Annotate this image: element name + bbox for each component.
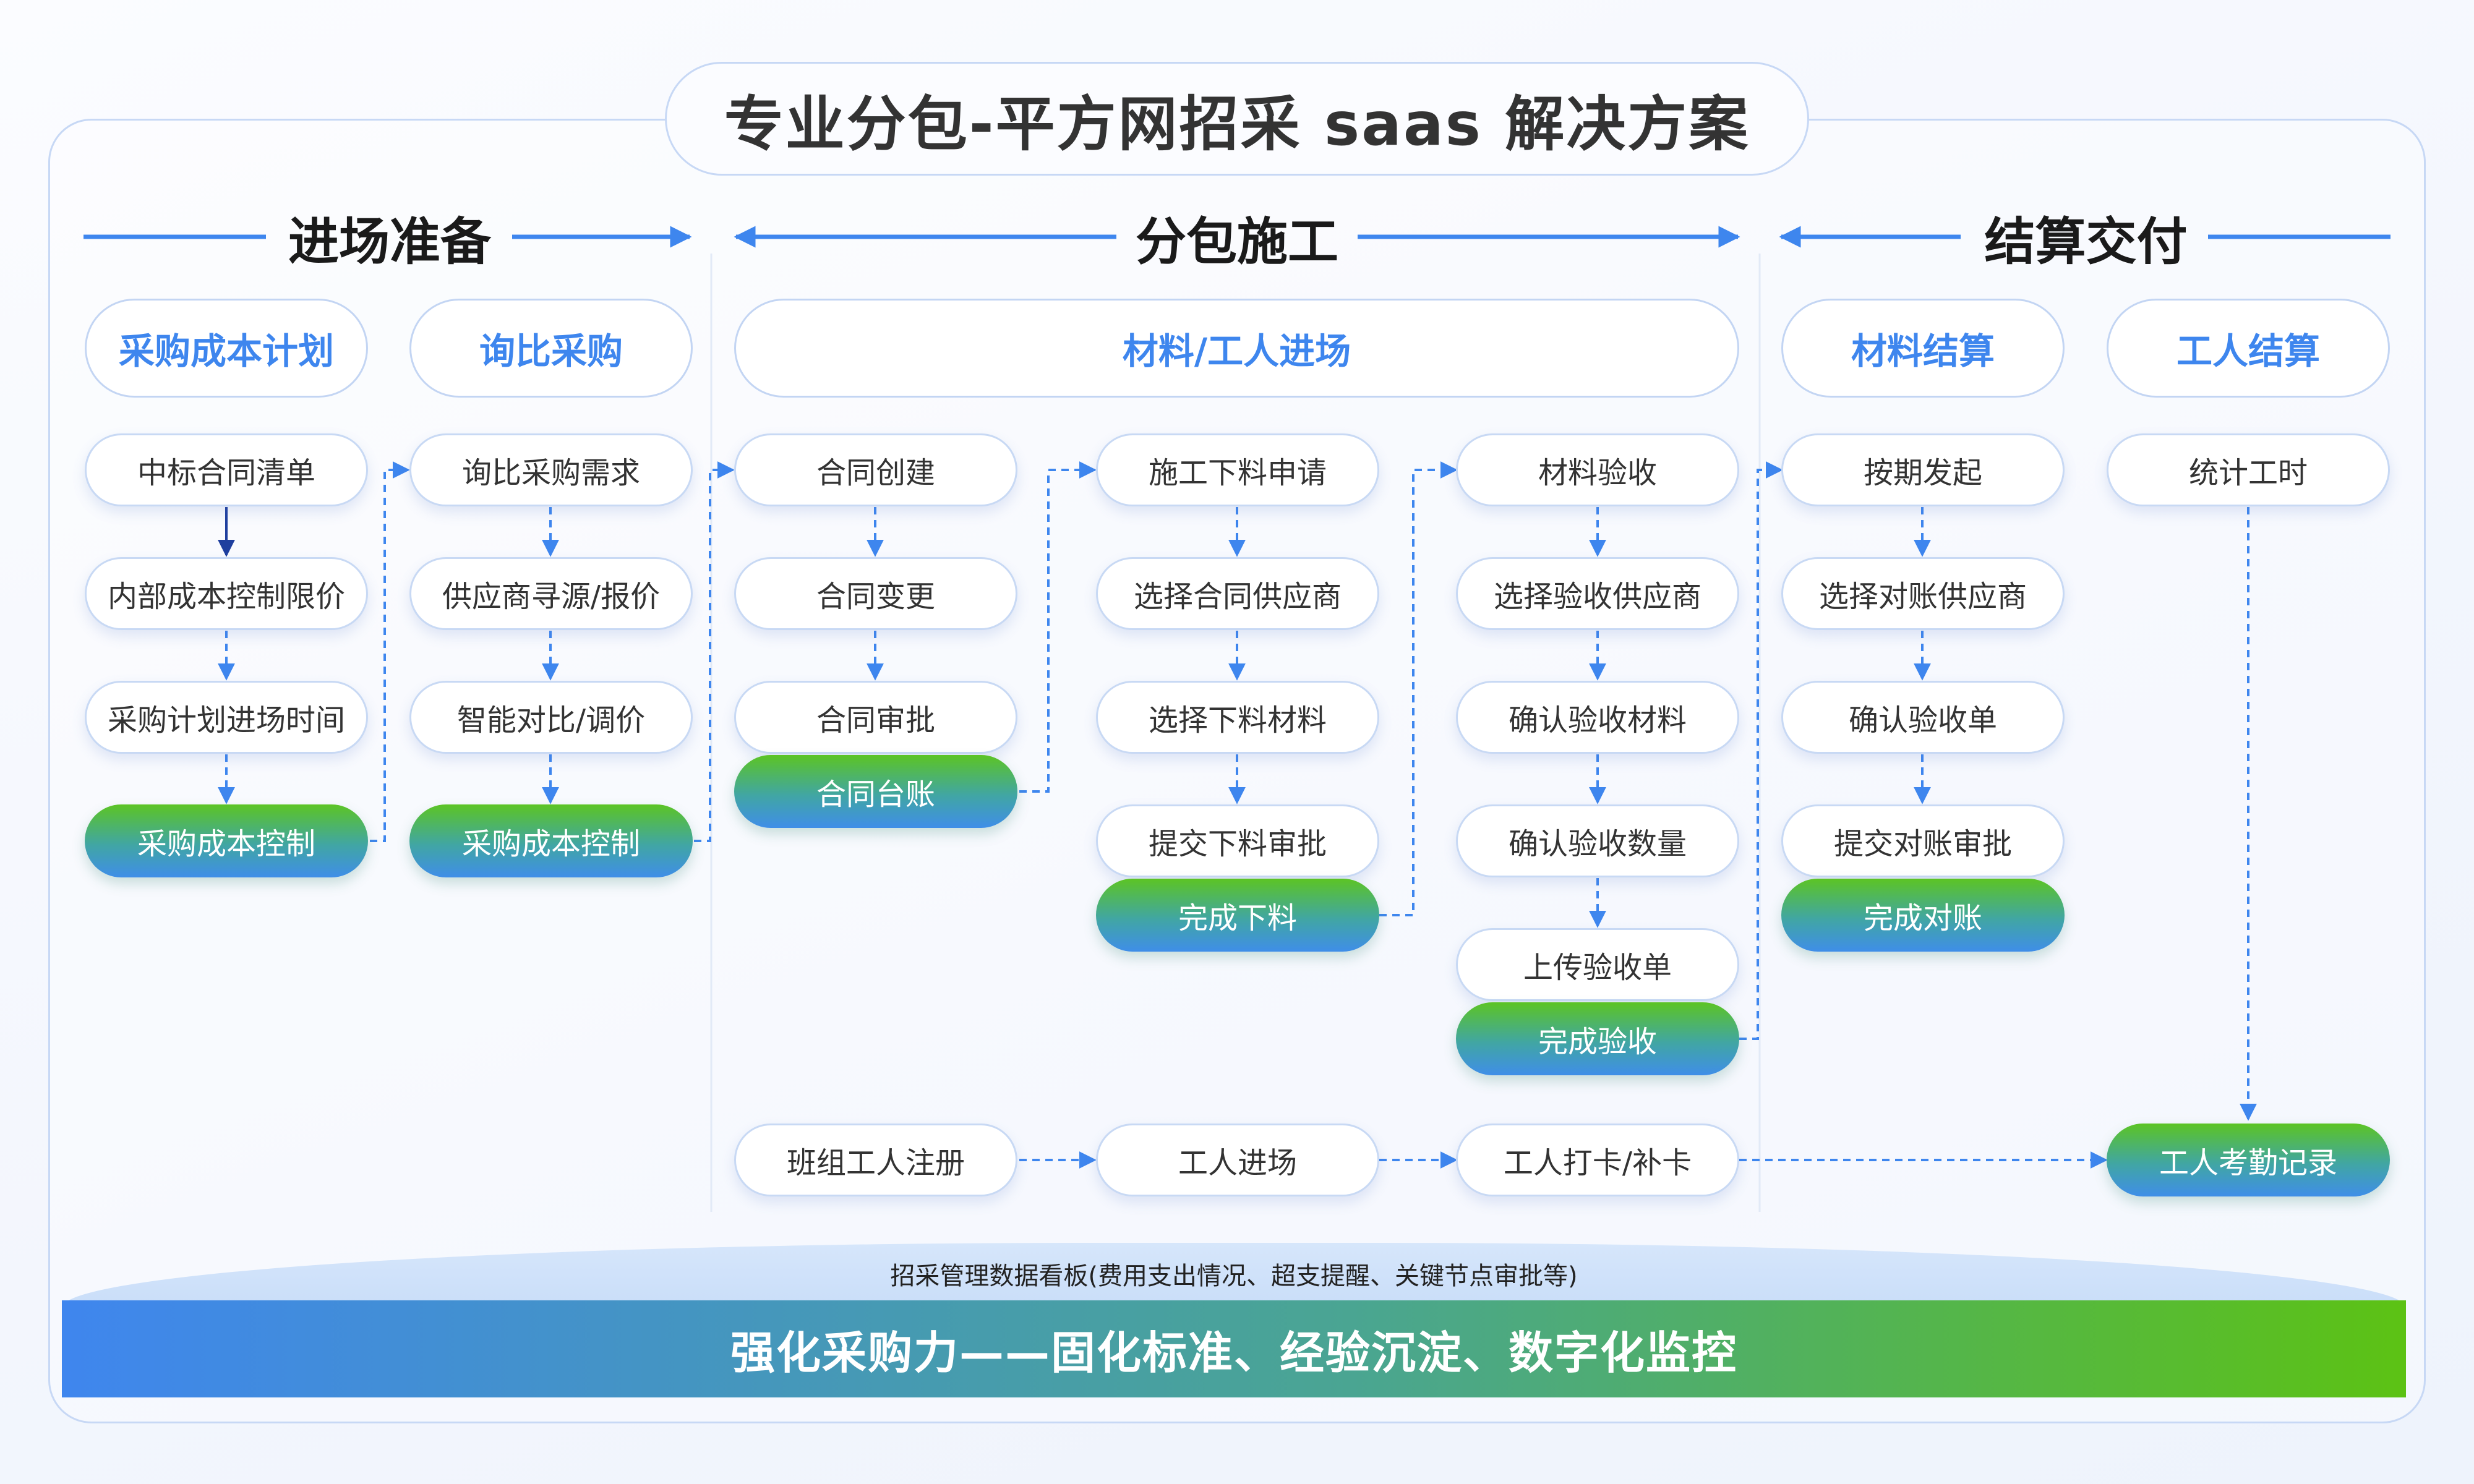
step-submit-material-approval[interactable]: 提交下料审批 <box>1096 804 1379 877</box>
step-smart-compare-adjust[interactable]: 智能对比/调价 <box>409 681 693 754</box>
step-confirm-acceptance-material[interactable]: 确认验收材料 <box>1456 681 1739 754</box>
step-worker-clock-in[interactable]: 工人打卡/补卡 <box>1456 1124 1739 1196</box>
step-select-acceptance-supplier[interactable]: 选择验收供应商 <box>1456 557 1739 630</box>
step-reconcile-complete[interactable]: 完成对账 <box>1781 879 2065 952</box>
step-select-reconcile-supplier[interactable]: 选择对账供应商 <box>1781 557 2065 630</box>
step-purchase-plan-time[interactable]: 采购计划进场时间 <box>85 681 368 754</box>
step-confirm-acceptance-quantity[interactable]: 确认验收数量 <box>1456 804 1739 877</box>
column-header-worker-settlement[interactable]: 工人结算 <box>2107 299 2390 398</box>
step-acceptance-complete[interactable]: 完成验收 <box>1456 1002 1739 1075</box>
step-purchase-cost-control[interactable]: 采购成本控制 <box>85 804 368 877</box>
step-contract-create[interactable]: 合同创建 <box>734 433 1017 506</box>
step-bid-contract-list[interactable]: 中标合同清单 <box>85 433 368 506</box>
step-contract-approval[interactable]: 合同审批 <box>734 681 1017 754</box>
step-upload-acceptance-form[interactable]: 上传验收单 <box>1456 928 1739 1001</box>
column-header-material-worker-entry[interactable]: 材料/工人进场 <box>734 299 1739 398</box>
step-select-contract-supplier[interactable]: 选择合同供应商 <box>1096 557 1379 630</box>
phase-label-settlement-delivery: 结算交付 <box>1984 212 2188 271</box>
step-contract-ledger[interactable]: 合同台账 <box>734 755 1017 828</box>
step-internal-cost-limit[interactable]: 内部成本控制限价 <box>85 557 368 630</box>
step-team-worker-register[interactable]: 班组工人注册 <box>734 1124 1017 1196</box>
step-count-work-hours[interactable]: 统计工时 <box>2107 433 2390 506</box>
step-periodic-initiate[interactable]: 按期发起 <box>1781 433 2065 506</box>
step-select-material[interactable]: 选择下料材料 <box>1096 681 1379 754</box>
cross-column-connectors <box>370 461 2108 1169</box>
page-title: 专业分包-平方网招采 saas 解决方案 <box>665 62 1809 176</box>
column-header-material-settlement[interactable]: 材料结算 <box>1781 299 2065 398</box>
phase-label-subcontract-construction: 分包施工 <box>1135 212 1338 271</box>
step-worker-attendance-record[interactable]: 工人考勤记录 <box>2107 1124 2390 1196</box>
step-contract-change[interactable]: 合同变更 <box>734 557 1017 630</box>
vertical-flow-arrows <box>218 507 2257 1121</box>
step-material-request[interactable]: 施工下料申请 <box>1096 433 1379 506</box>
column-header-inquiry-purchase[interactable]: 询比采购 <box>409 299 693 398</box>
dashboard-caption: 招采管理数据看板(费用支出情况、超支提醒、关键节点审批等) <box>890 1262 1578 1290</box>
step-worker-entry[interactable]: 工人进场 <box>1096 1124 1379 1196</box>
bottom-banner: 强化采购力——固化标准、经验沉淀、数字化监控 <box>62 1300 2406 1397</box>
step-confirm-acceptance-form[interactable]: 确认验收单 <box>1781 681 2065 754</box>
column-header-purchase-cost-plan[interactable]: 采购成本计划 <box>85 299 368 398</box>
step-submit-reconcile-approval[interactable]: 提交对账审批 <box>1781 804 2065 877</box>
step-material-acceptance[interactable]: 材料验收 <box>1456 433 1739 506</box>
step-inquiry-demand[interactable]: 询比采购需求 <box>409 433 693 506</box>
step-supplier-sourcing-quote[interactable]: 供应商寻源/报价 <box>409 557 693 630</box>
step-purchase-cost-control-2[interactable]: 采购成本控制 <box>409 804 693 877</box>
step-material-complete[interactable]: 完成下料 <box>1096 879 1379 952</box>
phase-label-entry-prep: 进场准备 <box>288 212 491 271</box>
